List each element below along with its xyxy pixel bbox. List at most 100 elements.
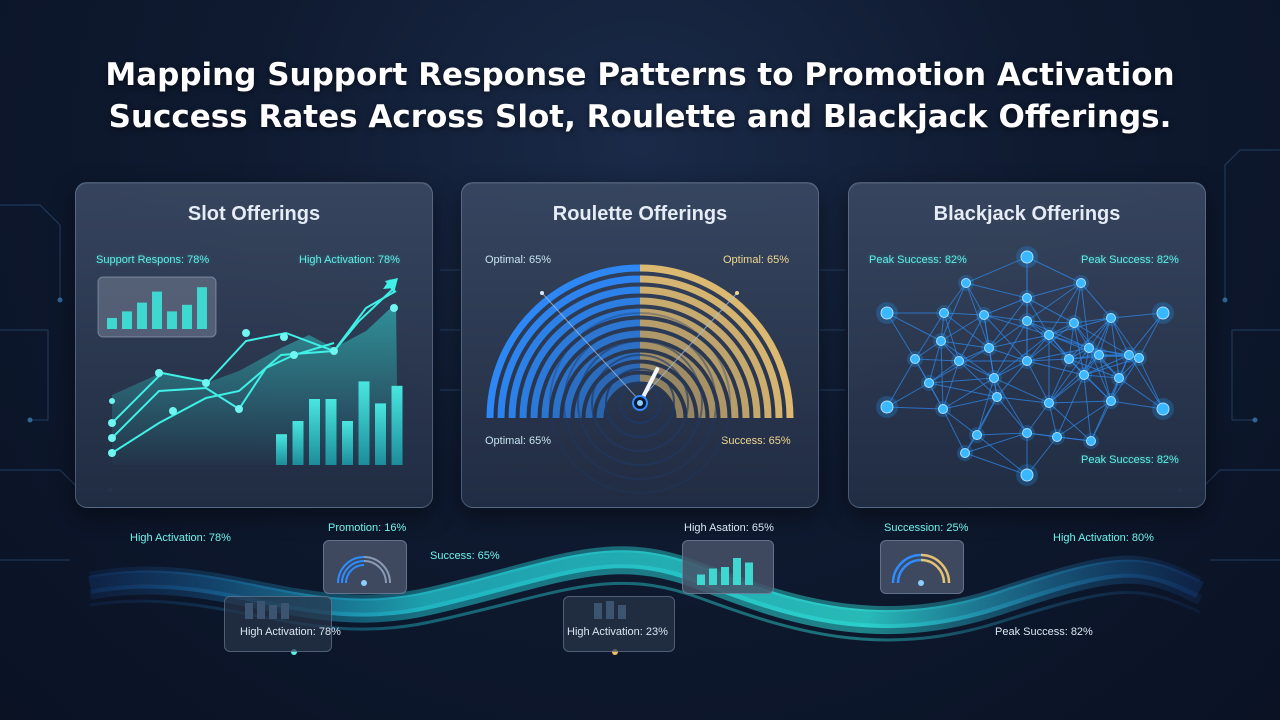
network-edge <box>958 314 985 362</box>
network-edge <box>1083 374 1112 402</box>
network-node <box>1079 370 1089 380</box>
network-node <box>1156 402 1170 416</box>
promotion-gauge-chip <box>323 540 407 594</box>
network-edge <box>988 334 1050 349</box>
network-edge <box>1098 354 1120 379</box>
network-node <box>1020 468 1034 482</box>
network-edge <box>886 312 916 360</box>
network-edge <box>1110 317 1140 359</box>
slot-main-bar <box>342 421 353 465</box>
network-edge <box>928 360 960 384</box>
network-node <box>1134 353 1144 363</box>
network-edge <box>943 312 990 349</box>
network-edge <box>965 282 990 349</box>
page-title-line-2: Success Rates Across Slot, Roulette and … <box>108 99 1172 135</box>
network-edge <box>1048 374 1085 404</box>
network-edge <box>1026 347 1090 362</box>
network-edge <box>1048 402 1092 442</box>
network-node <box>1044 330 1054 340</box>
roulette-arc-blue <box>585 363 641 419</box>
network-edge <box>993 320 1028 379</box>
network-node <box>880 306 894 320</box>
roulette-ring <box>577 340 703 466</box>
network-node <box>939 308 949 318</box>
network-edge <box>965 282 985 316</box>
network-edge <box>1048 282 1082 336</box>
roulette-ring <box>591 354 689 452</box>
slot-inset-bar <box>152 291 162 329</box>
network-edge <box>1026 436 1058 476</box>
slot-main-bar <box>309 399 320 465</box>
network-edge <box>983 314 1028 362</box>
network-edge <box>1026 402 1050 434</box>
network-node <box>1124 350 1134 360</box>
slot-main-bar <box>358 381 370 465</box>
chip-bar <box>745 562 753 585</box>
network-node <box>1156 306 1170 320</box>
network-node <box>989 373 999 383</box>
activation-bars-chip <box>682 540 774 594</box>
slot-offerings-panel: Slot Offerings Support Respons: 78% High… <box>75 182 433 508</box>
roulette-arc-gold <box>639 275 783 419</box>
network-edge <box>988 347 1028 362</box>
network-edge <box>958 347 990 362</box>
network-edge <box>940 340 990 349</box>
network-edge <box>1026 334 1050 362</box>
roulette-arc-gold <box>639 286 772 419</box>
network-edge <box>1080 282 1112 319</box>
slot-high-activation-label: High Activation: 78% <box>299 254 400 266</box>
slot-main-bar <box>375 403 386 465</box>
network-edge <box>993 334 1050 379</box>
network-edge <box>976 432 1028 436</box>
slot-main-bar <box>391 385 403 465</box>
slot-inset-bar <box>167 311 177 329</box>
network-edge <box>1090 400 1112 442</box>
slot-panel-title: Slot Offerings <box>187 203 321 225</box>
chip-bar <box>733 558 741 585</box>
network-edge <box>1026 282 1082 299</box>
network-node <box>1084 343 1094 353</box>
network-edge <box>1110 317 1120 379</box>
network-edge <box>1068 322 1075 360</box>
slot-inset-bar <box>107 318 117 329</box>
succession-gauge-chip <box>880 540 964 594</box>
network-edge <box>993 377 1028 434</box>
network-edge <box>1068 358 1120 379</box>
network-edge <box>1083 354 1130 376</box>
network-edge <box>1138 357 1164 410</box>
network-edge <box>1048 402 1058 438</box>
network-edge <box>928 340 942 384</box>
network-edge <box>942 408 978 436</box>
bottom-label-high-activation-23: High Activation: 23% <box>567 626 668 638</box>
network-edge <box>1068 317 1112 360</box>
network-node <box>1106 396 1116 406</box>
bottom-label-high-activation-80: High Activation: 80% <box>1053 532 1154 544</box>
page-title: Mapping Support Response Patterns to Pro… <box>0 54 1280 138</box>
roulette-ring <box>549 312 731 494</box>
network-edge <box>1026 320 1075 324</box>
roulette-success-bottom-right-label: Success: 65% <box>721 435 791 447</box>
network-edge <box>1026 360 1050 404</box>
roulette-arc-blue <box>530 308 641 419</box>
network-edge <box>1110 317 1130 356</box>
network-node <box>924 378 934 388</box>
network-node <box>1052 432 1062 442</box>
network-edge <box>1088 347 1112 402</box>
roulette-panel-title: Roulette Offerings <box>552 203 728 225</box>
network-edge <box>1026 256 1082 284</box>
network-node <box>1022 428 1032 438</box>
network-edge <box>1056 400 1112 438</box>
roulette-arc-gold <box>639 264 794 419</box>
network-node <box>1044 398 1054 408</box>
network-node <box>1020 250 1034 264</box>
network-edge <box>964 396 998 454</box>
network-edge <box>983 297 1028 316</box>
network-edge <box>928 382 998 398</box>
network-edge <box>1068 354 1100 360</box>
roulette-arc-gold <box>639 308 750 419</box>
network-edge <box>1088 317 1112 349</box>
network-edge <box>993 377 1050 404</box>
network-edge <box>965 282 1028 299</box>
network-node <box>1076 278 1086 288</box>
network-edge <box>988 320 1028 349</box>
